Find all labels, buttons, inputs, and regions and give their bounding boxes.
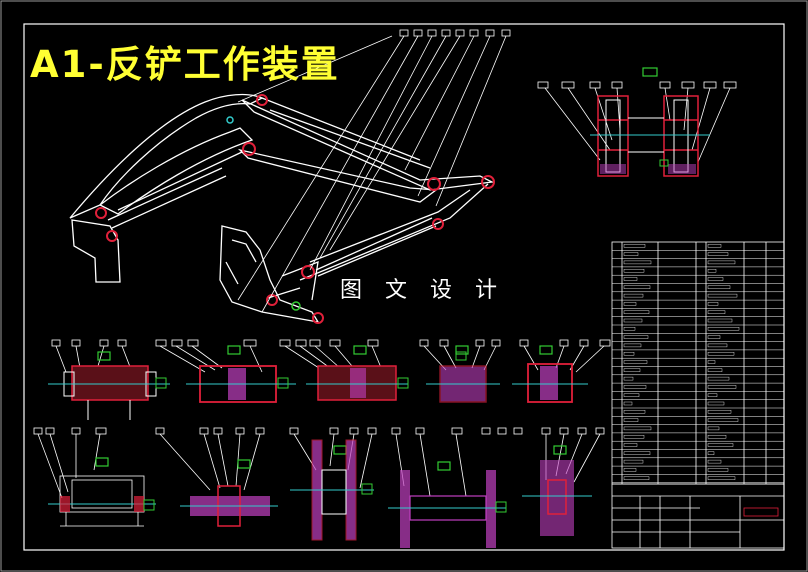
parts-list-cell-text xyxy=(623,459,644,464)
parts-list-cell-text xyxy=(623,476,650,480)
parts-list-cell-text xyxy=(623,360,648,364)
parts-list-cell-text xyxy=(707,343,728,348)
parts-list-cell-text xyxy=(623,451,651,455)
parts-list-cell-text xyxy=(707,244,722,248)
parts-list-cell-text xyxy=(707,318,733,323)
parts-list-cell-text xyxy=(623,269,645,273)
parts-list-cell-text xyxy=(707,435,727,439)
parts-list-cell-text xyxy=(623,418,639,422)
parts-list-cell-text xyxy=(707,252,729,256)
parts-list-cell-text xyxy=(623,385,647,389)
parts-list-cell-text xyxy=(707,426,720,431)
parts-list-cell-text xyxy=(623,327,636,331)
parts-list-cell-text xyxy=(707,285,731,289)
parts-list-cell-text xyxy=(707,393,718,397)
parts-list-cell-text xyxy=(623,468,637,472)
parts-list-cell-text xyxy=(623,410,646,414)
parts-list-cell-text xyxy=(707,302,719,306)
parts-list-cell-text xyxy=(707,401,725,406)
parts-list-cell-text xyxy=(707,410,732,414)
parts-list-cell-text xyxy=(623,401,633,406)
parts-list-cell-text xyxy=(707,418,739,422)
parts-list-cell-text xyxy=(707,352,735,356)
top-right-section-view xyxy=(537,67,737,177)
parts-list-cell-text xyxy=(623,343,642,348)
main-label-boxes xyxy=(399,29,511,37)
parts-list-rows xyxy=(612,244,784,483)
main-assembly-view xyxy=(69,93,495,323)
parts-list-cell-text xyxy=(623,252,639,256)
parts-list-cell-text xyxy=(623,435,645,439)
main-assembly-pins xyxy=(95,94,495,324)
watermark-text: 图 文 设 计 xyxy=(340,278,505,303)
parts-list-cell-text xyxy=(707,443,734,447)
parts-list-cell-text xyxy=(623,393,640,397)
parts-list-cell-text xyxy=(623,318,643,323)
parts-list-cell-text xyxy=(623,376,634,381)
parts-list-cell-text xyxy=(707,293,738,298)
parts-list-cell-text xyxy=(707,260,736,265)
parts-list-cell-text xyxy=(707,360,716,364)
parts-list-cell-text xyxy=(623,302,637,306)
parts-list-cell-text xyxy=(707,310,726,314)
title-block xyxy=(611,483,785,549)
pin-detail-row-2 xyxy=(33,427,605,548)
parts-list-cell-text xyxy=(623,352,635,356)
parts-list-cell-text xyxy=(623,293,644,298)
parts-list-cell-text xyxy=(707,459,722,464)
parts-list-cell-text xyxy=(707,451,715,455)
parts-list-cell-text xyxy=(623,426,652,431)
parts-list-cell-text xyxy=(707,468,729,472)
parts-list-cell-text xyxy=(707,476,736,480)
parts-list-cell-text xyxy=(707,376,730,381)
parts-list-cell-text xyxy=(623,443,638,447)
parts-list-cell-text xyxy=(707,277,724,281)
parts-list-cell-text xyxy=(623,335,649,339)
drawing-title: A1-反铲工作装置 xyxy=(30,43,340,86)
parts-list-cell-text xyxy=(707,327,740,331)
parts-list-cell-text xyxy=(623,310,650,314)
parts-list-table xyxy=(611,241,785,485)
pin-detail-row-1 xyxy=(48,339,611,420)
parts-list-cell-text xyxy=(707,368,723,372)
parts-list-cell-text xyxy=(707,269,717,273)
parts-list-cell-text xyxy=(623,368,641,372)
parts-list-cell-text xyxy=(623,285,651,289)
parts-list-cell-text xyxy=(623,277,638,281)
parts-list-cell-text xyxy=(623,260,652,265)
main-leader-lines xyxy=(237,35,507,313)
parts-list-cell-text xyxy=(707,335,721,339)
parts-list-cell-text xyxy=(623,244,646,248)
parts-list-cell-text xyxy=(707,385,737,389)
